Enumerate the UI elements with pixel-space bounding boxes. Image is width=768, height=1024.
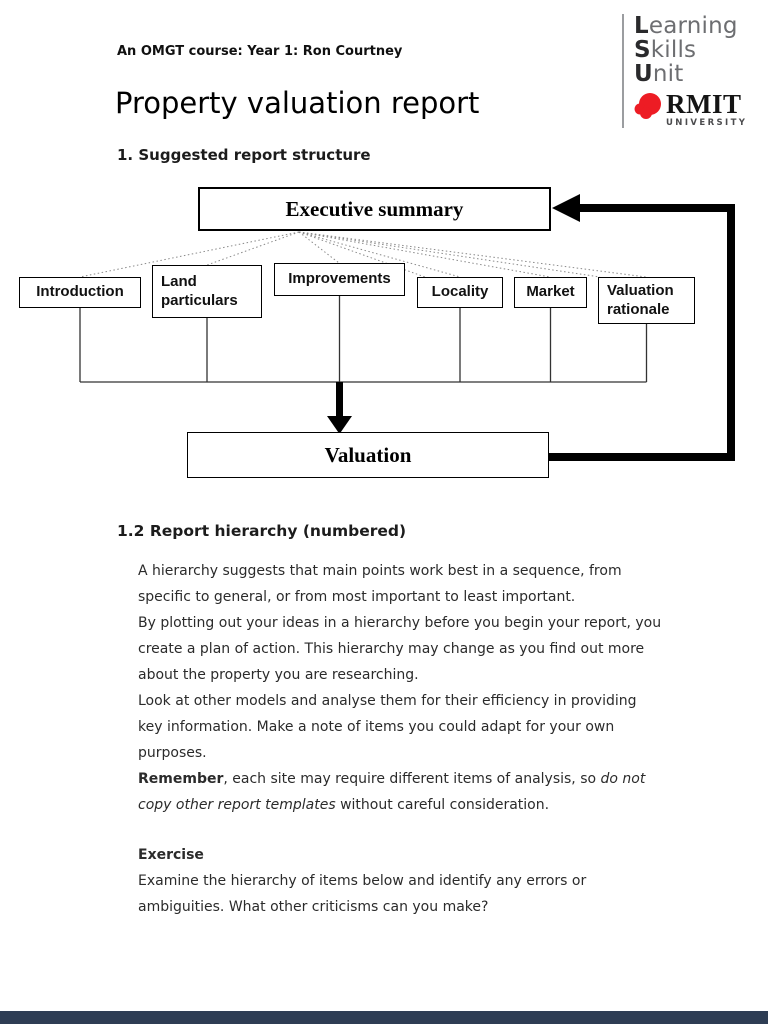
rmit-wordmark: RMIT [666, 89, 742, 119]
tree-connector-lines [79, 296, 648, 383]
box-introduction: Introduction [19, 277, 141, 308]
diagram-connectors [79, 194, 735, 461]
remember-bold: Remember [138, 771, 224, 787]
rmit-logo: RMIT UNIVERSITY [634, 91, 764, 128]
course-meta-line: An OMGT course: Year 1: Ron Courtney [117, 44, 403, 59]
body-text: A hierarchy suggests that main points wo… [138, 558, 665, 920]
report-structure-diagram: Executive summary Introduction Land part… [0, 185, 768, 490]
logo-rest: earning [648, 13, 738, 39]
box-locality: Locality [417, 277, 503, 308]
rmit-university-label: UNIVERSITY [666, 118, 748, 128]
remember-italic: do not copy other report templates [138, 771, 646, 813]
rmit-red-blob-icon [634, 91, 664, 127]
logo-initial: S [634, 37, 651, 63]
section-heading-report-structure: 1. Suggested report structure [117, 146, 371, 164]
logo-initial: L [634, 13, 649, 39]
paragraph-plan-of-action: By plotting out your ideas in a hierarch… [138, 615, 662, 683]
down-arrow [327, 382, 352, 434]
learning-skills-unit-logo: Learning Skills Unit RMIT UNIVERSITY [622, 14, 764, 128]
box-market: Market [514, 277, 587, 308]
feedback-loop-arrow [549, 194, 735, 461]
section-heading-report-hierarchy: 1.2 Report hierarchy (numbered) [117, 522, 407, 540]
logo-rest: kills [650, 37, 697, 63]
logo-line-learning: Learning [634, 14, 764, 38]
paragraph-hierarchy-sequence: A hierarchy suggests that main points wo… [138, 563, 622, 605]
dotted-fan-lines [79, 231, 647, 278]
viewer-bottom-bar [0, 1011, 768, 1024]
exercise-text: Examine the hierarchy of items below and… [138, 873, 587, 915]
paragraph-remember: Remember, each site may require differen… [138, 766, 665, 818]
logo-rest: nit [652, 61, 684, 87]
remember-end: without careful consideration. [335, 797, 550, 813]
exercise-heading: Exercise [138, 847, 204, 863]
box-executive-summary: Executive summary [198, 187, 551, 231]
box-land-particulars: Land particulars [152, 265, 262, 318]
remember-mid: , each site may require different items … [223, 771, 601, 787]
page-title: Property valuation report [115, 86, 480, 120]
logo-line-unit: Unit [634, 62, 764, 86]
box-valuation: Valuation [187, 432, 549, 478]
logo-line-skills: Skills [634, 38, 764, 62]
paragraph-other-models: Look at other models and analyse them fo… [138, 693, 637, 761]
box-valuation-rationale: Valuation rationale [598, 277, 695, 324]
logo-initial: U [634, 61, 653, 87]
box-improvements: Improvements [274, 263, 405, 296]
